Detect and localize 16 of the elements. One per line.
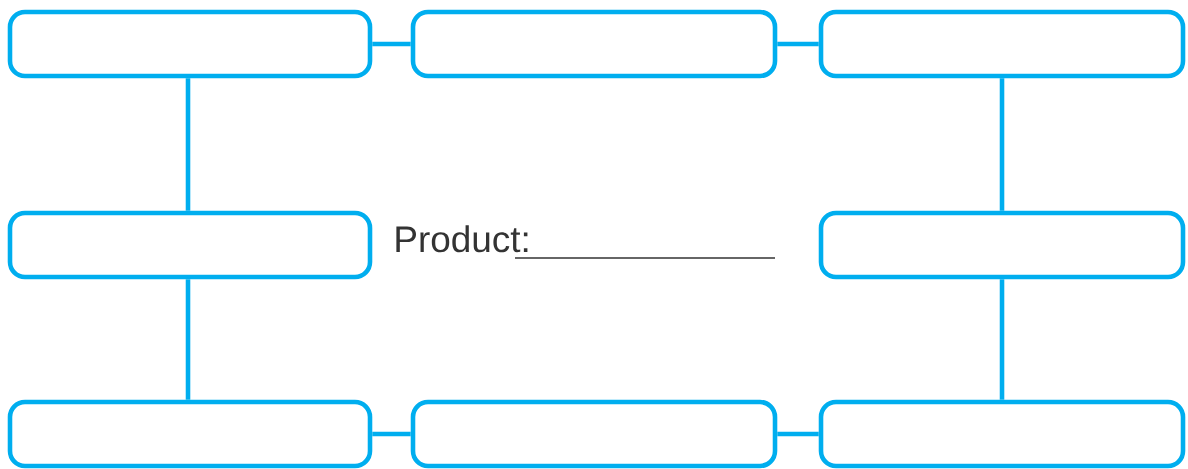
connector-line (185, 78, 191, 211)
connector-line (372, 431, 411, 437)
connector-line (999, 78, 1005, 211)
box (410, 9, 778, 79)
connector-line (185, 279, 191, 400)
box (7, 210, 373, 280)
connector-line (999, 279, 1005, 400)
box (410, 399, 778, 469)
connector-line (777, 431, 819, 437)
box (818, 210, 1186, 280)
box (7, 9, 373, 79)
connector-line (372, 41, 411, 47)
box (818, 399, 1186, 469)
box (7, 399, 373, 469)
box (818, 9, 1186, 79)
connector-line (777, 41, 819, 47)
